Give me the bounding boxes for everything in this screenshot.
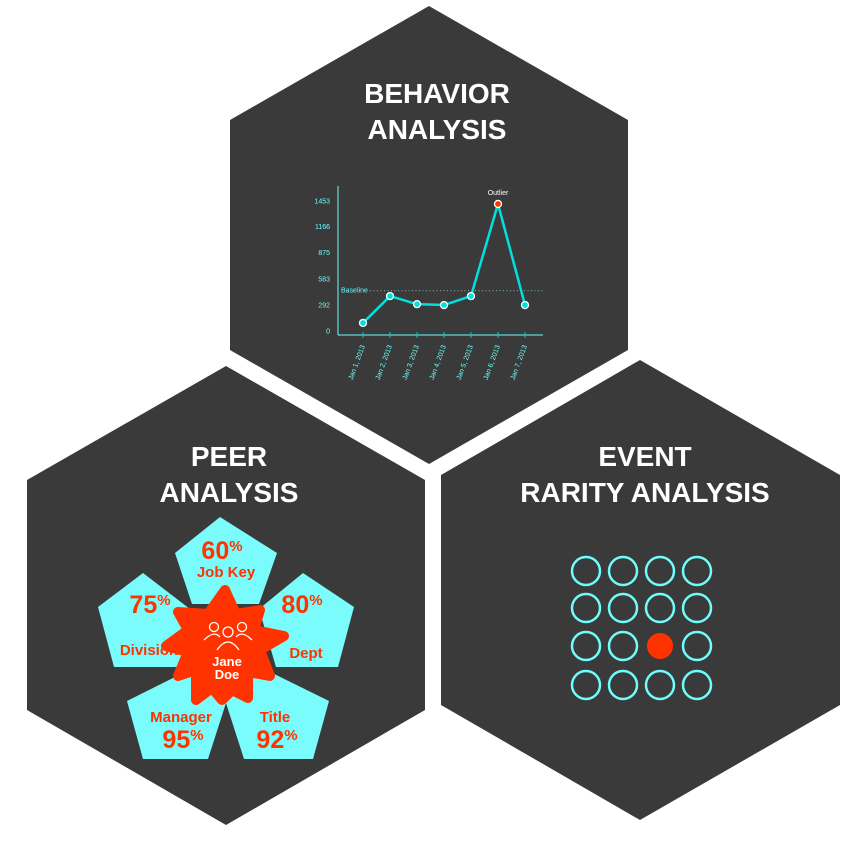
segment-dept: [259, 573, 354, 667]
event-dot: [681, 592, 713, 624]
manager-percent: 95%: [162, 726, 203, 754]
rare-event-dot: [647, 633, 673, 659]
division-label: Division: [120, 642, 178, 659]
data-point: [385, 291, 395, 301]
y-tick-label: 583: [318, 276, 330, 283]
title-label: Title: [260, 709, 291, 726]
data-point: [439, 300, 449, 310]
y-tick-label: 0: [326, 329, 330, 336]
event-dot: [570, 592, 602, 624]
behavior-hexagon: [230, 6, 628, 464]
job-key-label: Job Key: [197, 564, 256, 581]
event-dot: [644, 555, 676, 587]
behavior-title-line1: BEHAVIOR: [364, 78, 510, 109]
data-point: [412, 300, 422, 309]
event-dot: [681, 669, 713, 701]
event-dot: [644, 669, 676, 701]
rarity-hexagon: [441, 360, 840, 820]
event-dot: [607, 630, 639, 662]
person-last-name: Doe: [215, 667, 240, 682]
behavior-title-line2: ANALYSIS: [367, 114, 506, 145]
event-dot: [607, 592, 639, 624]
peer-title-line1: PEER: [191, 441, 267, 472]
event-dot: [644, 592, 676, 624]
y-tick-label: 875: [318, 250, 330, 257]
dept-label: Dept: [289, 645, 322, 662]
data-point: [358, 318, 368, 328]
rarity-title-line1: EVENT: [598, 441, 691, 472]
data-point: [466, 291, 476, 301]
event-dot: [570, 630, 602, 662]
person-blob: [161, 585, 289, 705]
event-dot: [607, 669, 639, 701]
peer-diagram: Jane Doe 60% Job Key 80% Dept 75% Divisi…: [98, 517, 354, 759]
event-dot: [681, 630, 713, 662]
event-dot: [570, 555, 602, 587]
title-percent: 92%: [256, 726, 297, 754]
job-key-percent: 60%: [201, 537, 242, 565]
baseline-label: Baseline: [341, 288, 368, 295]
people-icon: [203, 621, 253, 651]
peer-title-line2: ANALYSIS: [159, 477, 298, 508]
person-first-name: Jane: [212, 654, 242, 669]
data-point: [520, 300, 530, 310]
outlier-point: [493, 199, 503, 209]
dept-percent: 80%: [281, 591, 322, 619]
division-percent: 75%: [129, 591, 170, 619]
segment-job-key: [175, 517, 277, 604]
event-dot: [570, 669, 602, 701]
y-tick-label: 292: [318, 302, 330, 309]
y-tick-label: 1166: [315, 224, 330, 231]
outlier-label: Outlier: [488, 190, 509, 197]
event-dot: [681, 555, 713, 587]
event-dot: [607, 555, 639, 587]
rarity-title-line2: RARITY ANALYSIS: [520, 477, 769, 508]
y-tick-label: 1453: [314, 199, 330, 206]
rarity-grid: [570, 555, 713, 701]
manager-label: Manager: [150, 709, 212, 726]
